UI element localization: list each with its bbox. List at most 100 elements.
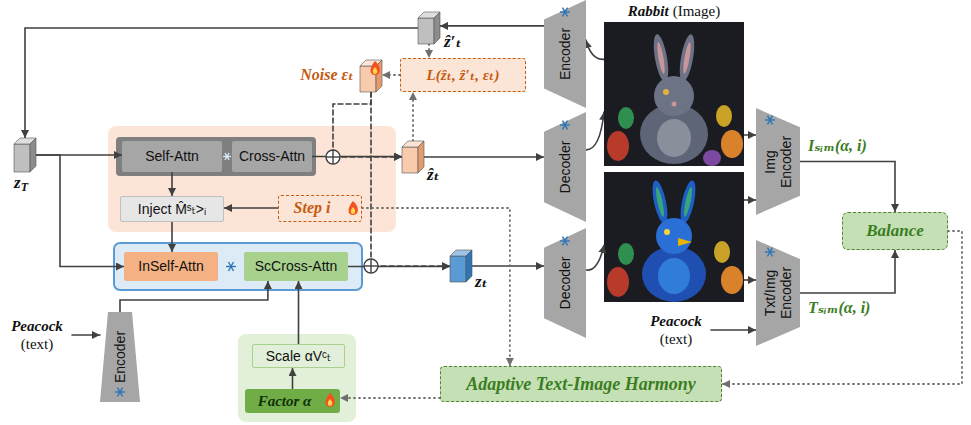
text-group: Self-Attn [122, 141, 222, 172]
frozen-icon [560, 237, 570, 246]
frozen-icon [115, 388, 125, 397]
connector [711, 329, 756, 331]
label-text: Decoder [557, 127, 573, 207]
text-group: Img Encoder [762, 131, 794, 193]
step-box: Step i [278, 195, 362, 222]
inject-box: Inject M̂ˢₜ>ᵢ [120, 196, 224, 222]
text-group: Encoder [557, 14, 573, 94]
trapezoid [756, 240, 800, 346]
connector [371, 92, 450, 266]
label-text: Balance [866, 221, 924, 241]
attention-group [116, 137, 316, 176]
frozen-icon-stroke [768, 116, 773, 125]
text-group: L(ẑₜ, ẑ′ₜ, εₜ) [401, 59, 525, 91]
connector [472, 265, 544, 267]
cube-side [30, 138, 36, 172]
connector [362, 208, 510, 366]
image-part [604, 22, 744, 166]
cube-side [434, 12, 440, 44]
frozen-icon-stroke [563, 121, 568, 130]
connector [586, 112, 604, 150]
node-shape [360, 60, 382, 92]
trapezoid [100, 312, 140, 402]
connector [800, 250, 895, 293]
label-text: Encoder [112, 322, 128, 392]
noise-cube: Noise εₜ [360, 60, 382, 92]
connector [333, 92, 402, 157]
latent-cube: ẑₜ [402, 141, 424, 173]
flame-outer [326, 393, 335, 407]
balance-box: Balance [842, 212, 948, 250]
latent-cube: zT [14, 138, 36, 172]
cube-front [14, 144, 30, 172]
text-group: ScCross-Attn [244, 252, 348, 281]
frozen-icon-stroke [563, 121, 568, 130]
text-group: ẑₜ [427, 165, 440, 185]
connector [440, 25, 544, 27]
label-text: Rabbit [628, 2, 669, 20]
green-panel [238, 334, 356, 422]
text-prompt: Peacock(text) [641, 308, 711, 352]
encoder-trapezoid: Encoder [100, 312, 140, 402]
image-part [672, 102, 677, 107]
frozen-icon [223, 153, 231, 160]
label-text: Peacock [650, 312, 702, 330]
text-group: zT [14, 173, 28, 193]
cube-side [418, 141, 424, 173]
image-part [716, 105, 732, 127]
label-text: Peacock [11, 317, 63, 335]
connector [72, 334, 100, 336]
frozen-icon-stroke [563, 237, 568, 246]
attention-box: Cross-Attn [232, 141, 312, 172]
label-text: InSelf-Attn [138, 258, 203, 275]
node-shape [418, 12, 440, 44]
connector [744, 134, 756, 136]
frozen-icon-stroke [118, 388, 123, 397]
decoder-trapezoid: Decoder [544, 112, 586, 222]
label-text: T [21, 180, 28, 194]
text-group: Balance [843, 213, 947, 249]
connector [298, 281, 300, 344]
label-text: Cross-Attn [239, 148, 305, 165]
sum-symbol [326, 150, 340, 164]
image-part [651, 33, 671, 82]
label-text: (Image) [673, 2, 720, 20]
node-shape [604, 22, 744, 166]
frozen-icon-stroke [563, 8, 568, 17]
connector [120, 281, 268, 312]
text-group: Scale αVᶜₜ [253, 345, 344, 367]
image-panel: Rabbit(Image) [604, 22, 744, 166]
connector [348, 266, 450, 268]
text-prompt: Peacock(text) [2, 314, 72, 356]
image-arrow [744, 199, 756, 201]
node-shape [450, 250, 472, 282]
frozen-icon [560, 121, 570, 130]
edge-label: Tₛᵢₘ(α, i) [806, 298, 872, 318]
label-text: zₜ [475, 272, 488, 292]
orange-panel [108, 126, 396, 232]
connector [412, 92, 414, 141]
label-text: Txt/Img Encoder [762, 262, 794, 324]
flame-outer [349, 201, 358, 215]
text-group: Encoder [112, 322, 128, 392]
trainable-icon [371, 61, 380, 75]
frozen-icon-stroke [563, 8, 568, 17]
label-text: z [14, 173, 21, 193]
encoder-trapezoid: Img Encoder [756, 108, 800, 215]
sum-symbol [364, 259, 378, 273]
image-part [677, 33, 697, 82]
attention-box: ScCross-Attn [244, 252, 348, 281]
encoder-trapezoid: Txt/Img Encoder [756, 240, 800, 346]
frozen-icon [560, 8, 570, 17]
label-text: Encoder [557, 14, 573, 94]
image-part [657, 119, 691, 157]
text-group: Step i [279, 196, 345, 221]
image-part [703, 150, 721, 166]
trapezoid [544, 112, 586, 222]
text-group: ẑ′ₜ [444, 32, 462, 52]
edge-label: Iₛᵢₘ(α, i) [806, 136, 869, 156]
frozen-icon-stroke [768, 116, 773, 125]
label-text: ẑₜ [427, 165, 440, 185]
cube-front [402, 147, 418, 173]
